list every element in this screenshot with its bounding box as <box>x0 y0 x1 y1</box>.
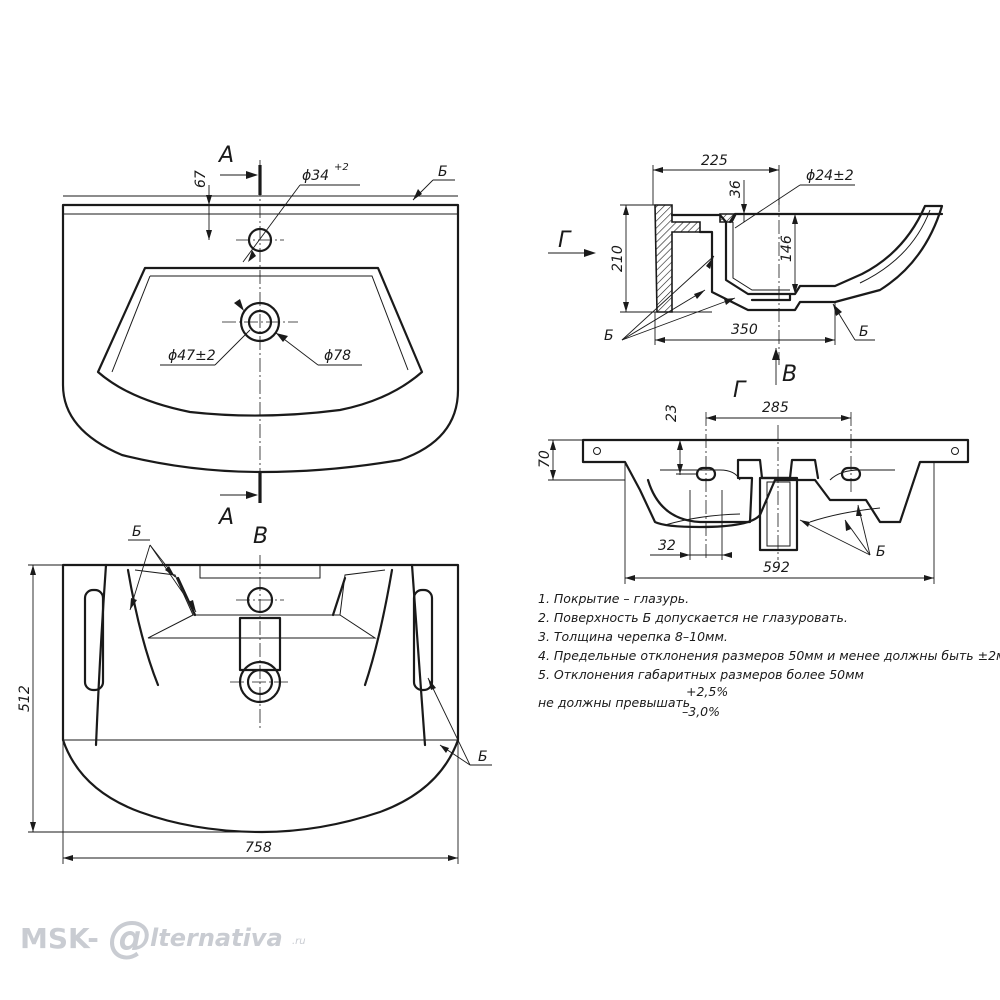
dim-drain-inner: ϕ47±2 <box>168 348 216 364</box>
dim-23: 23 <box>664 404 680 422</box>
rear-view-outline <box>581 438 970 529</box>
top-view-outline <box>61 203 460 474</box>
dim-210: 210 <box>610 245 626 272</box>
rear-view: Г 285 23 70 <box>537 378 970 584</box>
dim-225: 225 <box>701 153 728 169</box>
top-view-bowl <box>96 266 424 417</box>
dim-67: 67 <box>193 170 209 188</box>
top-view-bowl-inner <box>150 275 409 371</box>
watermark-prefix: MSK- <box>20 922 99 955</box>
view-letter-v: В <box>782 362 797 387</box>
dim-512: 512 <box>17 685 33 712</box>
watermark-at-icon: @ <box>108 912 152 963</box>
dim-phi-24: ϕ24±2 <box>806 168 854 184</box>
section-body <box>670 204 944 312</box>
bottom-surface-b-bottom: Б <box>478 749 488 765</box>
bottom-drain-block <box>238 616 282 672</box>
note-line-6: не должны превышать <box>538 695 690 710</box>
note-line-2: 2. Поверхность Б допускается не глазуров… <box>538 610 848 625</box>
dim-drain-outer: ϕ78 <box>324 348 351 364</box>
dim-tap-hole-tolerance: +2 <box>334 162 349 173</box>
surface-label-b: Б <box>438 164 448 180</box>
watermark-rest: lternativa <box>150 924 283 952</box>
bottom-surface-b-top: Б <box>132 524 142 540</box>
dim-758: 758 <box>245 840 272 856</box>
dim-tap-hole: ϕ34 <box>302 168 329 184</box>
technical-notes: 1. Покрытие – глазурь. 2. Поверхность Б … <box>538 591 1000 719</box>
rear-view-drain <box>758 476 799 552</box>
bottom-view: В Б <box>17 524 492 864</box>
section-surface-b-right: Б <box>859 324 869 340</box>
dim-350: 350 <box>731 322 758 338</box>
dim-592: 592 <box>763 560 790 576</box>
top-view: А А 67 ϕ34 +2 ϕ47±2 ϕ78 Б <box>61 143 460 530</box>
bottom-slot-right <box>412 588 434 692</box>
note-line-4: 4. Предельные отклонения размеров 50мм и… <box>538 648 1000 663</box>
dim-36: 36 <box>728 180 744 198</box>
dim-70: 70 <box>537 450 553 468</box>
dim-146: 146 <box>779 235 795 262</box>
section-surface-b-left: Б <box>604 328 614 344</box>
section-shell-left <box>654 204 701 313</box>
bottom-view-outline <box>61 563 460 834</box>
note-tolerance-minus: –3,0% <box>682 704 720 719</box>
dim-285: 285 <box>762 400 789 416</box>
note-line-5: 5. Отклонения габаритных размеров более … <box>538 667 864 682</box>
bottom-view-title: В <box>253 524 268 549</box>
section-letter-a-bottom: А <box>217 505 234 530</box>
section-letter-a-top: А <box>217 143 234 168</box>
note-line-1: 1. Покрытие – глазурь. <box>538 591 689 606</box>
note-tolerance-plus: +2,5% <box>686 684 728 699</box>
note-line-3: 3. Толщина черепка 8–10мм. <box>538 629 728 644</box>
watermark-domain: .ru <box>292 936 306 947</box>
view-letter-g: Г <box>558 228 572 253</box>
rear-view-title: Г <box>733 378 747 403</box>
rear-surface-b: Б <box>876 544 886 560</box>
section-view: 225 36 ϕ24±2 210 146 350 Б <box>548 153 944 387</box>
watermark-logo: MSK- @ lternativa .ru <box>20 912 306 963</box>
bottom-slot-left <box>83 588 105 692</box>
dim-32: 32 <box>658 538 676 554</box>
